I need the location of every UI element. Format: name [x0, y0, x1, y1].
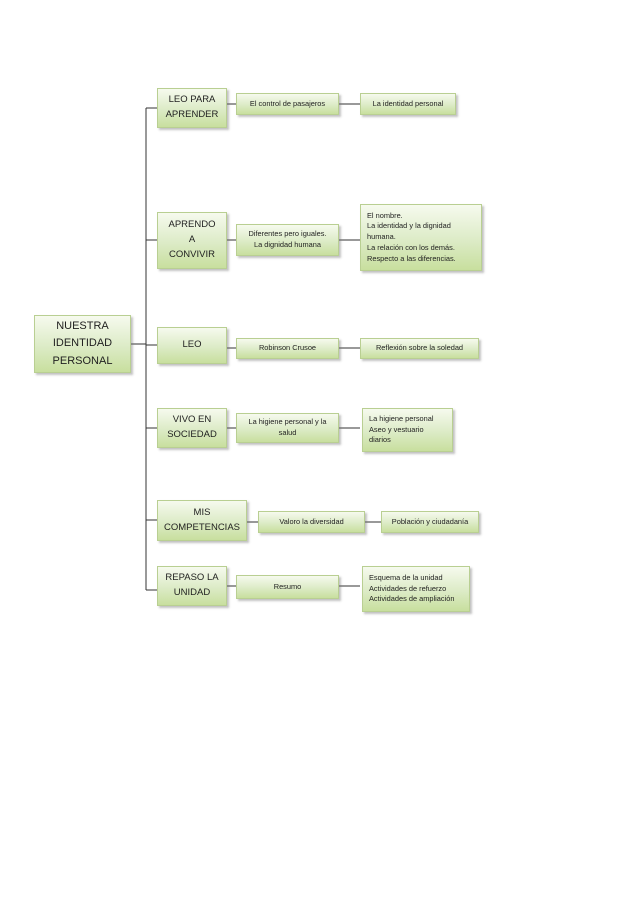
sub-label: Robinson Crusoe — [258, 343, 317, 353]
branch-label: VIVO EN SOCIEDAD — [167, 414, 217, 440]
detail-node-esquema-de-la-unidad: Esquema de la unidad Actividades de refu… — [362, 566, 470, 612]
detail-label: Población y ciudadanía — [391, 516, 469, 526]
detail-label: La higiene personal Aseo y vestuario dia… — [369, 413, 434, 445]
detail-label: Reflexión sobre la soledad — [375, 343, 464, 353]
root-node: NUESTRA IDENTIDAD PERSONAL — [34, 315, 131, 373]
branch-node-vivo-en-sociedad: VIVO EN SOCIEDAD — [157, 408, 227, 448]
sub-node-resumo: Resumo — [236, 575, 339, 599]
branch-node-leo: LEO — [157, 327, 227, 364]
detail-node-poblacion-y-ciudadania: Población y ciudadanía — [381, 511, 479, 533]
branch-node-leo-para-aprender: LEO PARA APRENDER — [157, 88, 227, 128]
detail-label: La identidad personal — [372, 98, 444, 108]
detail-node-reflexion-sobre-la-soledad: Reflexión sobre la soledad — [360, 338, 479, 359]
sub-node-valoro-la-diversidad: Valoro la diversidad — [258, 511, 365, 533]
detail-label: Esquema de la unidad Actividades de refu… — [369, 572, 455, 604]
branch-label: REPASO LA UNIDAD — [165, 572, 219, 598]
detail-node-la-identidad-personal: La identidad personal — [360, 93, 456, 115]
branch-label: LEO PARA APRENDER — [165, 94, 219, 120]
branch-label: APRENDO A CONVIVIR — [168, 219, 216, 260]
sub-label: La higiene personal y la salud — [248, 417, 327, 437]
root-label: NUESTRA IDENTIDAD PERSONAL — [52, 319, 113, 367]
sub-node-diferentes-pero-iguales: Diferentes pero iguales. La dignidad hum… — [236, 224, 339, 256]
detail-label: El nombre. La identidad y la dignidad hu… — [367, 210, 456, 263]
sub-node-la-higiene-personal-y-la-salud: La higiene personal y la salud — [236, 413, 339, 443]
branch-label: MIS COMPETENCIAS — [163, 506, 240, 533]
sub-node-el-control-de-pasajeros: El control de pasajeros — [236, 93, 339, 115]
sub-node-robinson-crusoe: Robinson Crusoe — [236, 338, 339, 359]
branch-label: LEO — [182, 339, 202, 351]
branch-node-aprendo-a-convivir: APRENDO A CONVIVIR — [157, 212, 227, 269]
sub-label: Valoro la diversidad — [279, 516, 344, 526]
branch-node-mis-competencias: MIS COMPETENCIAS — [157, 500, 247, 541]
branch-node-repaso-la-unidad: REPASO LA UNIDAD — [157, 566, 227, 606]
detail-node-el-nombre: El nombre. La identidad y la dignidad hu… — [360, 204, 482, 271]
sub-label: Diferentes pero iguales. La dignidad hum… — [248, 229, 327, 249]
sub-label: El control de pasajeros — [249, 98, 326, 108]
sub-label: Resumo — [273, 581, 302, 591]
detail-node-la-higiene-personal: La higiene personal Aseo y vestuario dia… — [362, 408, 453, 452]
